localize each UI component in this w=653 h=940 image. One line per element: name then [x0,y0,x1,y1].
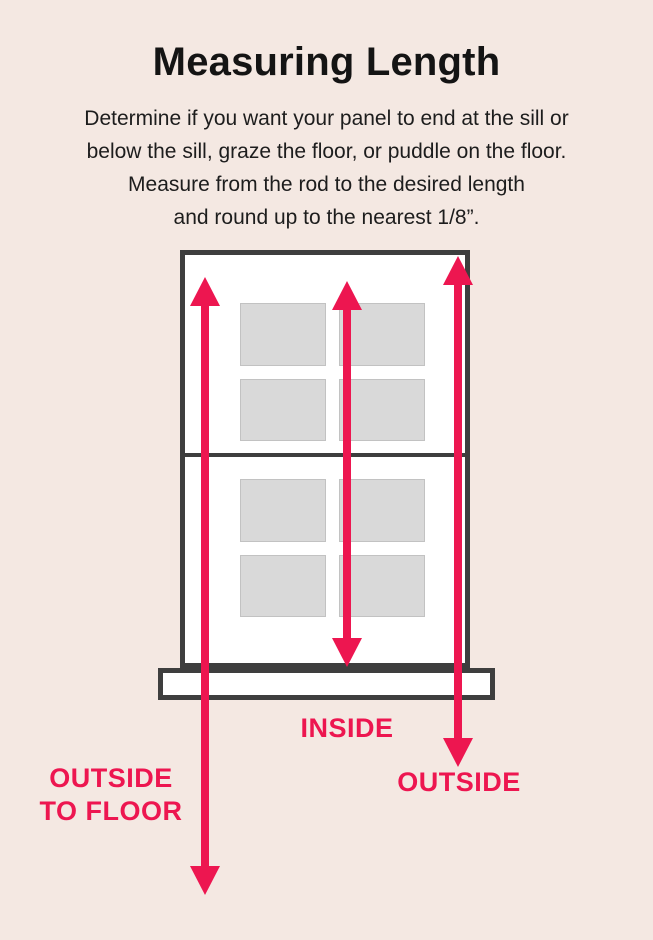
window-pane [240,479,326,542]
instructions-line-1: Determine if you want your panel to end … [84,107,569,130]
instructions-text: Determine if you want your panel to end … [0,102,653,234]
window-frame [180,250,470,668]
inside-label: INSIDE [300,713,394,743]
window-pane [339,303,425,366]
window-pane [339,554,425,617]
window-top-sash [240,303,425,441]
outside-to-floor-label: OUTSIDE TO FLOOR [40,762,183,828]
window-pane [339,378,425,441]
outside-to-floor-label-line-2: TO FLOOR [39,796,183,826]
window-bottom-sash [240,479,425,617]
instructions-line-4: and round up to the nearest 1/8”. [173,206,480,229]
window-pane [240,554,326,617]
instructions-line-2: below the sill, graze the floor, or pudd… [86,140,567,163]
instructions-line-3: Measure from the rod to the desired leng… [128,173,525,196]
outside-label: OUTSIDE [397,767,521,797]
window-sill [158,668,495,700]
page-title: Measuring Length [152,40,501,84]
outside-to-floor-label-line-1: OUTSIDE [49,763,173,793]
arrow-head-down-icon [443,738,473,767]
window-pane [240,303,326,366]
window-pane [240,378,326,441]
arrow-head-down-icon [190,866,220,895]
window-meeting-rail [185,453,465,457]
window-pane [339,479,425,542]
